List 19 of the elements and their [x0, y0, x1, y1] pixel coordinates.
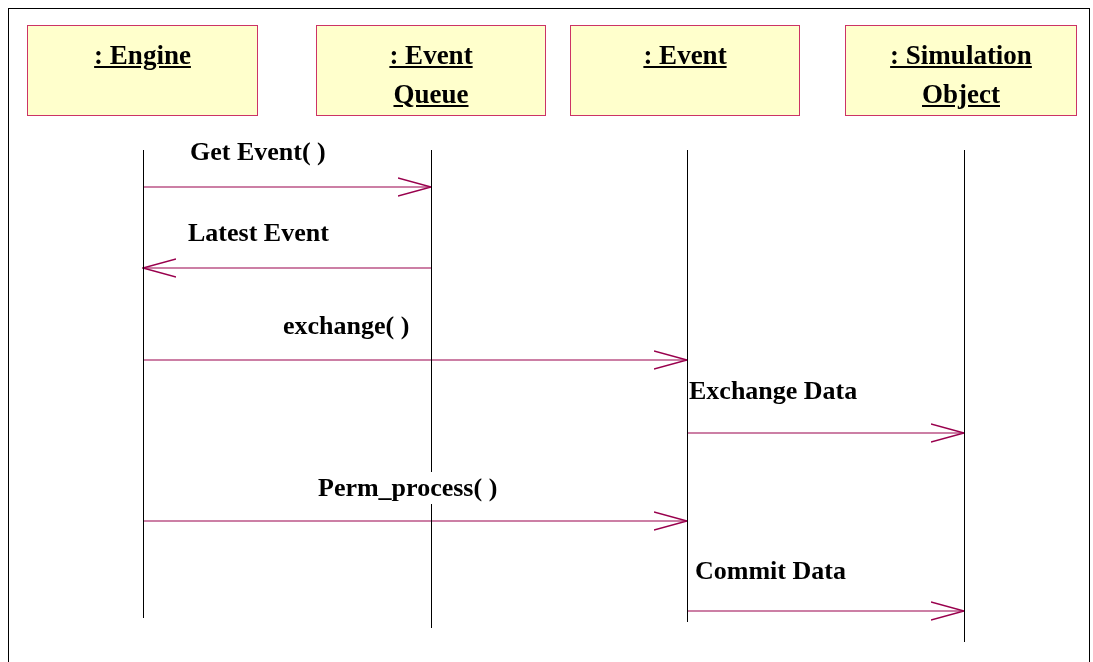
message-arrow: [142, 177, 432, 197]
lifeline: [143, 150, 144, 618]
object-name: : Event Queue: [388, 39, 474, 111]
object-name: : Event: [642, 39, 728, 72]
object-name: : Simulation Object: [889, 39, 1033, 111]
object-name: : Engine: [93, 39, 192, 72]
message-arrow: [142, 350, 688, 370]
edge-label: Perm_process( ): [318, 472, 498, 504]
object-box: [570, 25, 800, 116]
message-arrow: [142, 511, 688, 531]
lifeline: [431, 150, 432, 628]
message-arrow: [142, 258, 432, 278]
message-arrow: [686, 423, 965, 443]
lifeline: [687, 150, 688, 622]
object-box: [316, 25, 546, 116]
object-box: [845, 25, 1077, 116]
lifeline: [964, 150, 965, 642]
message-arrow: [686, 601, 965, 621]
object-box: [27, 25, 258, 116]
